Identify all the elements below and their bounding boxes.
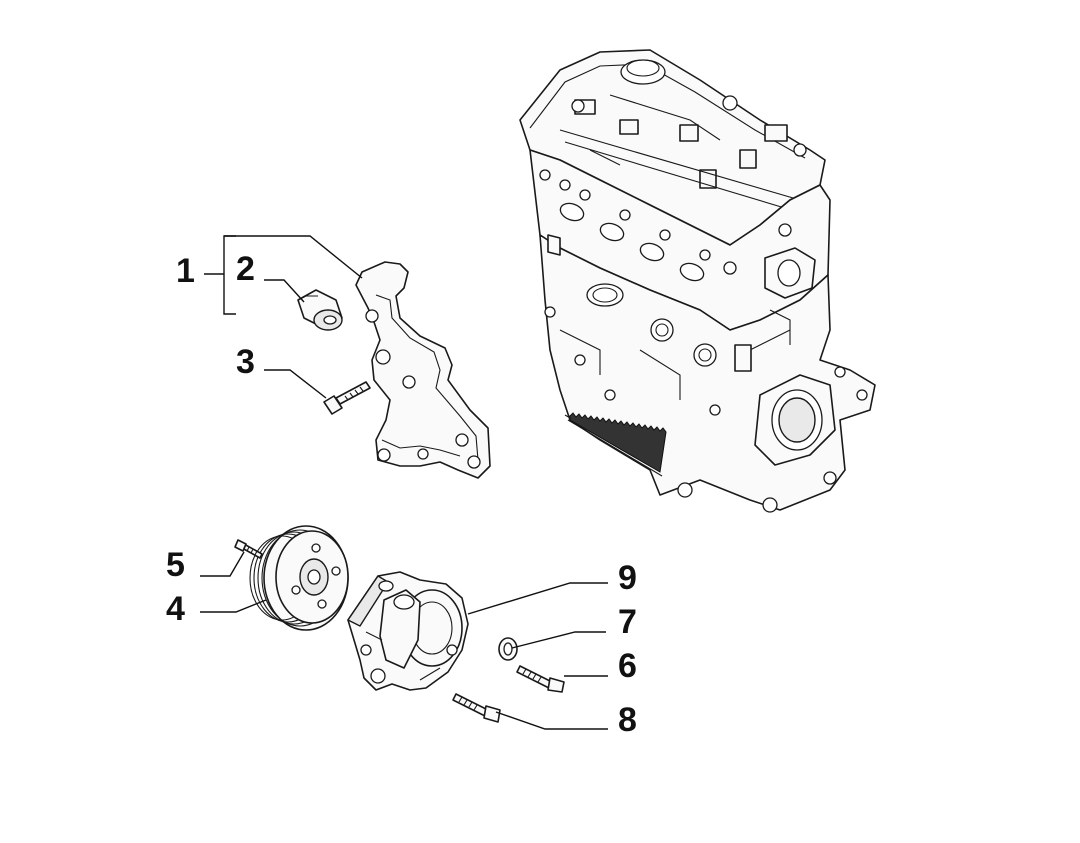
bolt-3 — [323, 381, 371, 415]
callout-6: 6 — [618, 647, 637, 685]
bolt-6 — [516, 665, 565, 693]
leader-lines — [200, 235, 608, 730]
pulley — [249, 525, 349, 631]
o-ring — [498, 637, 518, 661]
pump-bracket — [355, 261, 491, 479]
power-steering-pump — [347, 571, 469, 691]
exhaust-ports — [559, 202, 705, 282]
engine-block — [519, 49, 876, 513]
bolt-8 — [452, 693, 501, 723]
belt-teeth — [569, 412, 667, 473]
callout-7: 7 — [618, 603, 637, 641]
callout-5: 5 — [166, 546, 185, 584]
callout-2: 2 — [236, 250, 255, 288]
callout-1: 1 — [176, 252, 195, 290]
callout-8: 8 — [618, 701, 637, 739]
callout-4: 4 — [166, 590, 185, 628]
screw-5 — [234, 539, 263, 559]
callout-9: 9 — [618, 559, 637, 597]
callout-3: 3 — [236, 343, 255, 381]
bushing — [297, 289, 343, 331]
